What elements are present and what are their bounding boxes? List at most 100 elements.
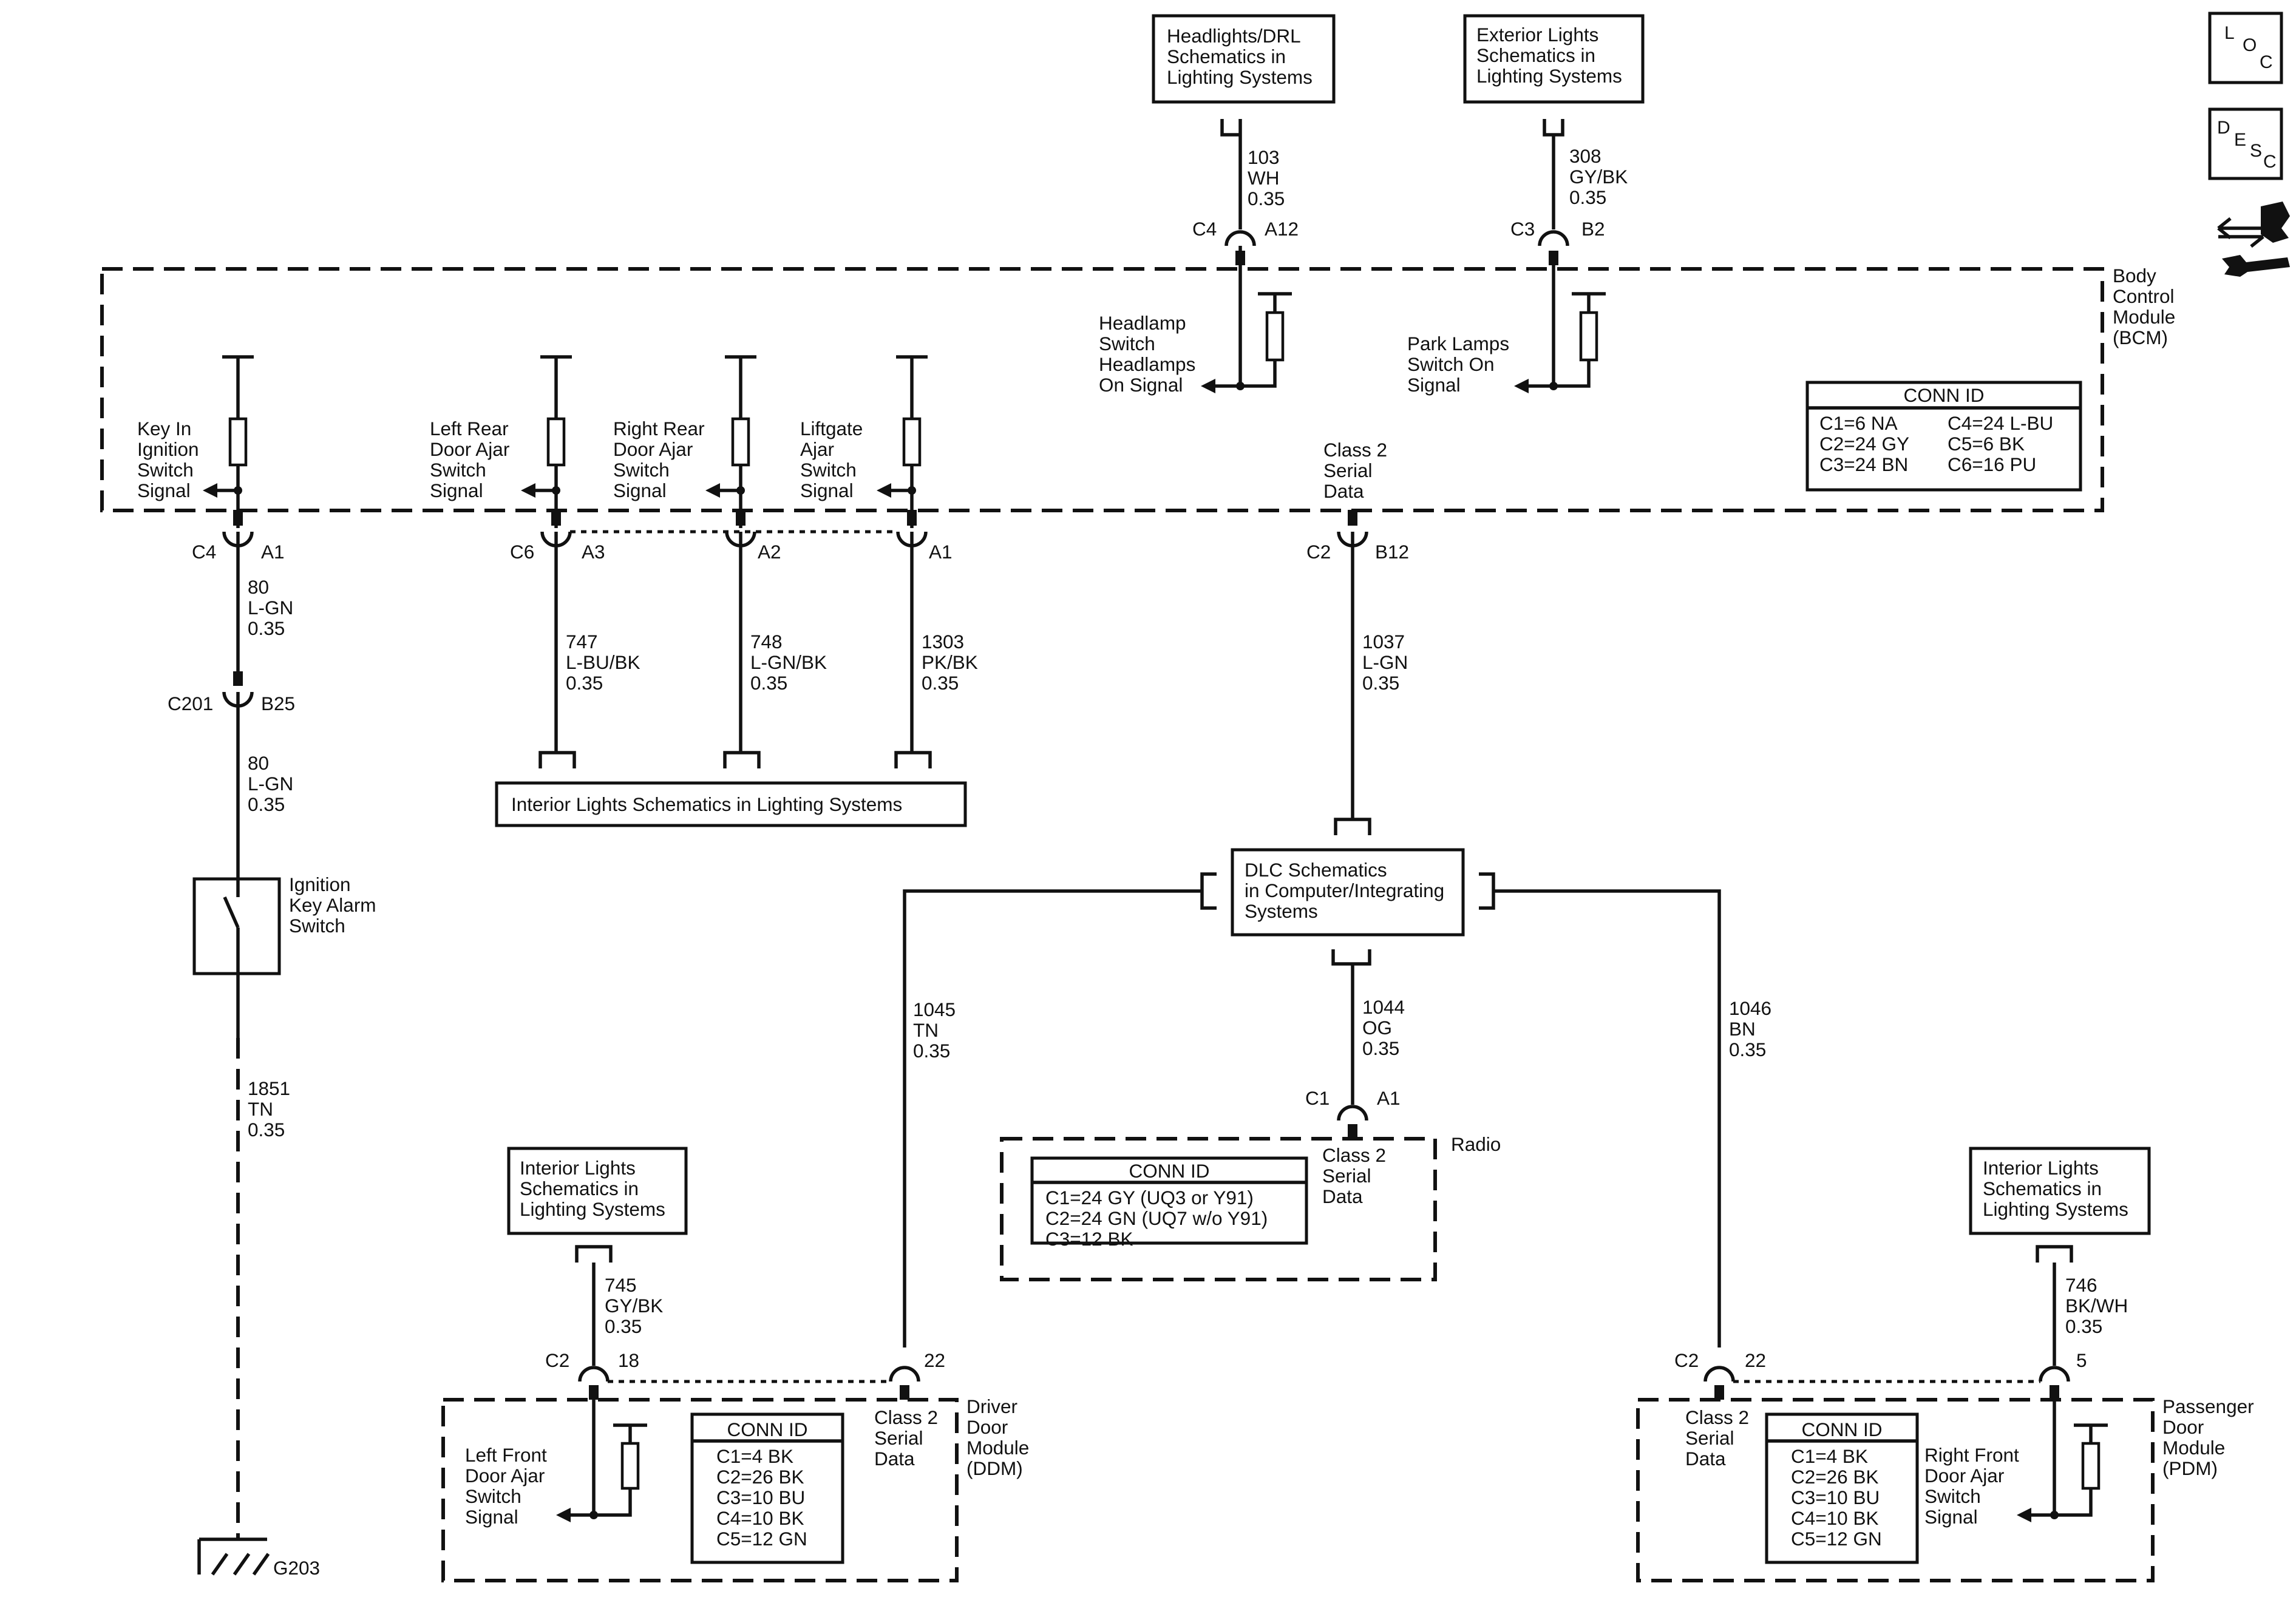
svg-text:Class 2: Class 2 [1323, 439, 1387, 461]
loc-icon[interactable]: L O C [2208, 12, 2283, 84]
svg-text:Signal: Signal [430, 480, 483, 501]
svg-text:GY/BK: GY/BK [1569, 166, 1628, 188]
svg-text:Switch: Switch [800, 459, 857, 481]
svg-text:TN: TN [913, 1019, 939, 1041]
svg-text:Switch: Switch [430, 459, 486, 481]
liftgate-input: Liftgate Ajar Switch Signal [800, 355, 928, 528]
svg-text:On Signal: On Signal [1099, 374, 1183, 396]
svg-text:Interior Lights: Interior Lights [1983, 1157, 2099, 1179]
svg-text:C: C [2260, 52, 2273, 72]
svg-text:S: S [2250, 141, 2262, 161]
svg-text:C4=10 BK: C4=10 BK [1791, 1507, 1878, 1529]
svg-text:Signal: Signal [137, 480, 191, 501]
interior-lights-left-ref-box[interactable]: Interior Lights Schematics in Lighting S… [507, 1147, 688, 1235]
svg-text:Right Front: Right Front [1924, 1444, 2019, 1466]
wire-1045: 1045 TN 0.35 [903, 889, 1202, 1348]
left-rear-input: Left Rear Door Ajar Switch Signal [430, 355, 572, 528]
desc-icon[interactable]: D E S C [2208, 107, 2283, 180]
svg-text:0.35: 0.35 [1362, 1037, 1399, 1059]
svg-text:Switch: Switch [613, 459, 670, 481]
svg-text:0.35: 0.35 [1362, 672, 1399, 694]
svg-text:Interior Lights Schematics in: Interior Lights Schematics in Lighting S… [511, 793, 902, 815]
svg-text:Key In: Key In [137, 418, 191, 439]
wire-1044: 1044 OG 0.35 C1 A1 [1305, 964, 1405, 1139]
interior-lights-ref-box[interactable]: Interior Lights Schematics in Lighting S… [495, 781, 967, 827]
svg-text:C201: C201 [168, 693, 213, 714]
headlights-drl-ref-box[interactable]: Headlights/DRL Schematics in Lighting Sy… [1152, 14, 1336, 104]
svg-text:(DDM): (DDM) [966, 1457, 1023, 1479]
svg-text:C2=26 BK: C2=26 BK [716, 1466, 804, 1488]
svg-text:Door Ajar: Door Ajar [465, 1465, 545, 1486]
svg-text:CONN ID: CONN ID [1129, 1160, 1210, 1182]
svg-text:Systems: Systems [1245, 900, 1318, 922]
svg-text:C4: C4 [192, 541, 216, 563]
svg-text:Headlights/DRL: Headlights/DRL [1167, 25, 1301, 47]
svg-text:0.35: 0.35 [248, 617, 285, 639]
svg-text:22: 22 [924, 1349, 945, 1371]
interior-lights-right-ref-box[interactable]: Interior Lights Schematics in Lighting S… [1969, 1147, 2151, 1235]
svg-text:Schematics in: Schematics in [1983, 1178, 2102, 1199]
svg-text:Lighting Systems: Lighting Systems [1167, 66, 1313, 88]
svg-text:Door Ajar: Door Ajar [1924, 1465, 2004, 1486]
wire-1046: 1046 BN 0.35 [1493, 889, 1771, 1348]
radio-module: Radio Class 2 Serial Data [1000, 1133, 1501, 1281]
svg-text:0.35: 0.35 [605, 1315, 642, 1337]
svg-text:746: 746 [2065, 1274, 2097, 1296]
svg-text:L-GN/BK: L-GN/BK [750, 651, 827, 673]
svg-text:C2: C2 [545, 1349, 569, 1371]
svg-text:B2: B2 [1581, 218, 1605, 240]
svg-text:C4: C4 [1192, 218, 1217, 240]
svg-text:745: 745 [605, 1274, 637, 1296]
svg-text:0.35: 0.35 [2065, 1315, 2102, 1337]
svg-text:Control: Control [2113, 285, 2175, 307]
svg-text:C2=24 GN (UQ7 w/o Y91): C2=24 GN (UQ7 w/o Y91) [1045, 1207, 1268, 1229]
svg-text:5: 5 [2076, 1349, 2087, 1371]
wire-745: 745 GY/BK 0.35 C2 18 [545, 1245, 663, 1400]
connector-c4-a1: C4 A1 [192, 510, 285, 563]
bcm-label: Body Control Module (BCM) [2113, 265, 2175, 348]
connector-view-icon[interactable] [2217, 202, 2290, 277]
svg-text:Class 2: Class 2 [874, 1406, 938, 1428]
svg-text:A12: A12 [1265, 218, 1299, 240]
svg-text:0.35: 0.35 [248, 1119, 285, 1141]
svg-text:C: C [2263, 152, 2277, 172]
svg-text:Data: Data [1323, 480, 1364, 502]
svg-text:Serial: Serial [1685, 1427, 1734, 1449]
svg-text:Right Rear: Right Rear [613, 418, 705, 439]
svg-text:Headlamp: Headlamp [1099, 312, 1186, 334]
svg-text:Door: Door [2162, 1416, 2204, 1438]
svg-text:308: 308 [1569, 145, 1601, 167]
svg-text:L-BU/BK: L-BU/BK [566, 651, 640, 673]
svg-text:C1: C1 [1305, 1087, 1330, 1109]
svg-text:C1=4 BK: C1=4 BK [716, 1445, 793, 1467]
svg-text:A1: A1 [929, 541, 953, 563]
svg-text:L-GN: L-GN [248, 773, 293, 795]
exterior-lights-ref-box[interactable]: Exterior Lights Schematics in Lighting S… [1463, 14, 1645, 104]
headlamp-signal-label: Headlamp Switch Headlamps On Signal [1099, 312, 1195, 396]
svg-text:Switch: Switch [289, 915, 345, 937]
svg-text:Ignition: Ignition [137, 438, 199, 460]
svg-text:1303: 1303 [922, 631, 964, 653]
key-in-input: Key In Ignition Switch Signal [137, 355, 254, 528]
dlc-ref-box[interactable]: DLC Schematics in Computer/Integrating S… [1200, 848, 1495, 966]
svg-text:TN: TN [248, 1098, 273, 1120]
svg-text:C2=24 GY: C2=24 GY [1819, 433, 1909, 455]
svg-text:Driver: Driver [966, 1395, 1017, 1417]
wire-746: 746 BK/WH 0.35 5 [2036, 1245, 2128, 1400]
wire-1303: 1303 PK/BK 0.35 [894, 532, 978, 768]
ddm-class2-connector: 22 [608, 1349, 945, 1400]
connector-c2-b12: C2 B12 [1306, 510, 1409, 563]
svg-text:Serial: Serial [874, 1427, 923, 1449]
connector-c6-a3: C6 A3 [510, 510, 605, 563]
svg-text:(BCM): (BCM) [2113, 327, 2168, 348]
svg-text:L: L [2224, 23, 2235, 43]
svg-text:Exterior Lights: Exterior Lights [1476, 24, 1598, 46]
svg-text:Switch On: Switch On [1407, 353, 1495, 375]
svg-text:Data: Data [874, 1448, 915, 1470]
svg-text:Class 2: Class 2 [1685, 1406, 1749, 1428]
radio-conn-id-table: CONN ID C1=24 GY (UQ3 or Y91) C2=24 GN (… [1030, 1156, 1308, 1250]
svg-text:747: 747 [566, 631, 598, 653]
ddm-module: Driver Door Module (DDM) Class 2 Serial … [441, 1395, 1029, 1582]
svg-text:Schematics in: Schematics in [520, 1178, 639, 1199]
